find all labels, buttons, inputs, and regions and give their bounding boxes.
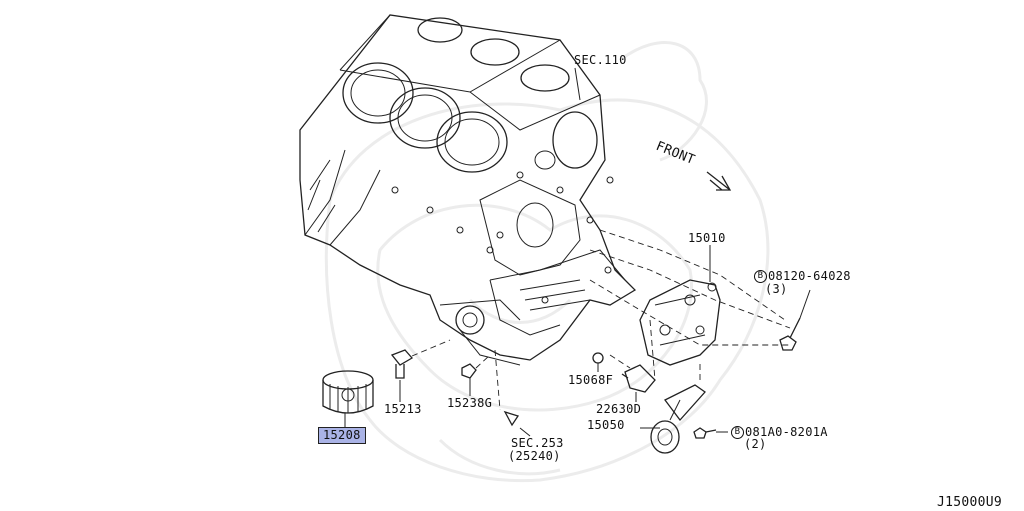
connector-stud [390,349,414,379]
oil-pump [639,279,721,366]
bolt-symbol-icon: B [754,270,767,283]
bolt-081A0-8201A [693,427,717,439]
label-15010[interactable]: 15010 [688,231,726,245]
bolt-code-text: 081A0-8201A [745,425,828,439]
front-arrow-icon [706,171,732,191]
label-15238g[interactable]: 15238G [447,396,493,410]
watermark-logo [324,41,770,483]
label-15208-highlighted[interactable]: 15208 [318,427,366,444]
label-22630d[interactable]: 22630D [596,402,642,416]
oil-strainer [650,384,706,454]
oil-filter [322,370,374,414]
diagram-id: J15000U9 [937,495,1003,510]
bolt-08120-64028 [779,317,801,351]
label-bolt-qty-3: (3) [765,282,788,296]
bolt-code-text: 08120-64028 [768,269,851,283]
label-15050[interactable]: 15050 [587,418,625,432]
label-sec253[interactable]: SEC.253 [511,436,564,450]
sec253-arrow-icon [503,410,520,427]
label-15213[interactable]: 15213 [384,402,422,416]
label-sec253-ref: (25240) [508,449,561,463]
bolt-symbol-icon: B [731,426,744,439]
drain-plug [461,363,477,379]
label-15068f[interactable]: 15068F [568,373,614,387]
oil-pressure-switch [621,364,656,393]
cylinder-block [299,14,637,366]
label-sec110[interactable]: SEC.110 [574,53,627,67]
label-bolt-qty-2: (2) [744,437,767,451]
gasket-15068f [592,352,604,364]
